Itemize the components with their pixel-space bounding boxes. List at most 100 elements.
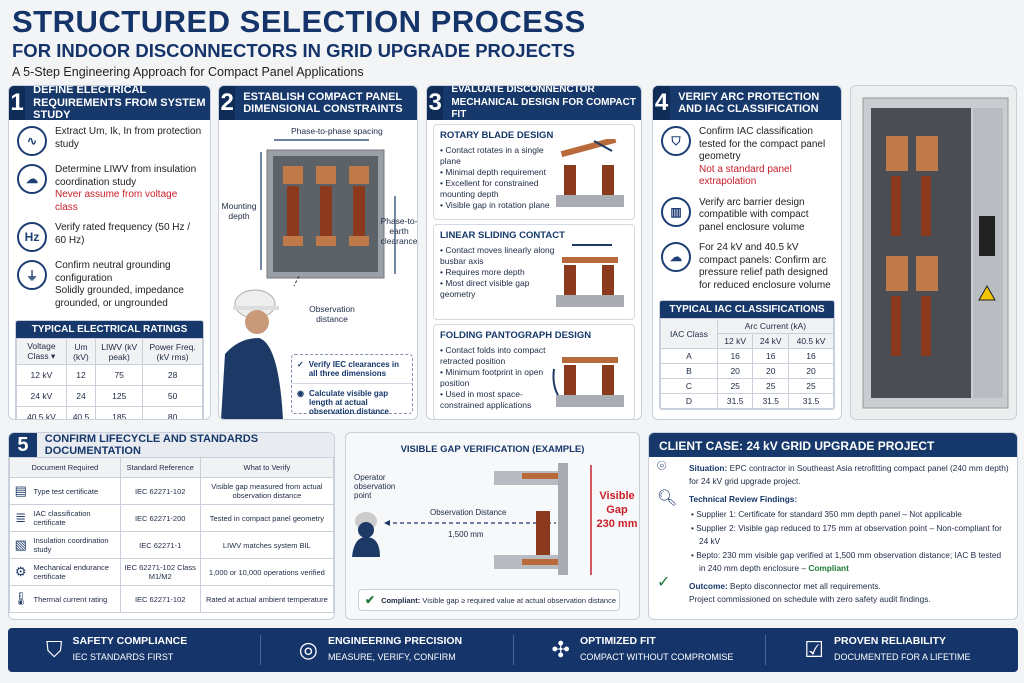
design-option: ROTARY BLADE DESIGNContact rotates in a … — [433, 124, 635, 220]
gap-illustration — [352, 463, 592, 575]
search-icon: 🔍︎ — [657, 490, 678, 507]
verification-box: ✓Verify IEC clearances in all three dime… — [291, 354, 413, 416]
step-number: 5 — [9, 433, 37, 457]
step5-card: 5 CONFIRM LIFECYCLE AND STANDARDS DOCUME… — [8, 432, 335, 620]
certificate-icon: ▤ — [9, 477, 32, 505]
step-title: Verify Arc Protection and IAC Classifica… — [678, 90, 820, 116]
outcome-text: Project commissioned on schedule with ze… — [689, 593, 931, 604]
check-circle-icon: ✓ — [657, 574, 671, 591]
step-title: Establish Compact Panel Dimensional Cons… — [243, 90, 403, 116]
requirement-item: ☁Determine LIWV from insulation coordina… — [9, 158, 210, 216]
column-header: Power Freq. (kV rms) — [142, 338, 203, 365]
findings-label: Technical Review Findings: — [689, 494, 798, 504]
design-option: FOLDING PANTOGRAPH DESIGNContact folds i… — [433, 324, 635, 419]
column-header: LIWV (kV peak) — [95, 338, 144, 365]
finding-item: • Supplier 1: Certificate for standard 3… — [691, 508, 962, 519]
check-icon: ✔ — [365, 593, 376, 607]
requirement-item: ∿Extract Um, Ik, In from protection stud… — [9, 120, 210, 158]
document-icon: ≣ — [9, 504, 32, 532]
column-header: What to Verify — [199, 457, 334, 478]
step-title: Evaluate Disconnenctor Mechanical Design… — [451, 85, 636, 121]
location-pin-icon: ⌾ — [657, 458, 667, 475]
operator-label: Operator observation point — [354, 473, 396, 500]
column-header: Document Required — [9, 457, 121, 478]
disconnector-image — [556, 244, 624, 307]
step-title: Define Electrical Requirements from Syst… — [33, 85, 206, 122]
step3-card: 3Evaluate Disconnenctor Mechanical Desig… — [426, 85, 642, 420]
step1-card: 1Define Electrical Requirements from Sys… — [8, 85, 211, 420]
visible-gap-card: VISIBLE GAP VERIFICATION (EXAMPLE) Opera… — [345, 432, 640, 620]
column-header: Voltage Class ▾ — [16, 338, 67, 365]
mounting-depth-label: Mounting depth — [221, 201, 257, 221]
lightning-cloud-icon: ☁ — [17, 164, 47, 194]
step2-card: 2 Establish Compact Panel Dimensional Con… — [218, 85, 418, 420]
thermometer-icon: 🌡︎ — [9, 585, 32, 613]
shield-icon: ⛉ — [661, 126, 691, 156]
step-number: 3 — [427, 86, 444, 120]
checklist-icon: ☑ — [804, 637, 824, 662]
phase-earth-label: Phase-to-earth clearance — [380, 216, 418, 246]
visible-gap-value: 230 mm — [596, 518, 638, 530]
client-case-title: CLIENT CASE: 24 kV GRID UPGRADE PROJECT — [649, 433, 1017, 457]
step-number: 1 — [9, 86, 26, 120]
gear-icon: ⚙ — [9, 558, 32, 586]
visible-gap-label: Visible Gap — [599, 490, 635, 516]
table-title: TYPICAL IAC CLASSIFICATIONS — [660, 301, 834, 318]
column-header: Um (kV) — [65, 338, 97, 365]
finding-item: • Bepto: 230 mm visible gap verified at … — [691, 550, 1002, 573]
check-circle-icon: ✓ — [297, 360, 304, 369]
study-icon: ▧ — [9, 531, 32, 559]
arc-barrier-icon: ▥ — [661, 196, 691, 227]
target-icon: ◎ — [298, 637, 318, 662]
shield-check-icon: ⛉ — [46, 637, 63, 662]
page-title: STRUCTURED SELECTION PROCESS — [12, 4, 586, 39]
puzzle-icon: ✣ — [551, 637, 570, 662]
situation-text: EPC contractor in Southeast Asia retrofi… — [689, 463, 1009, 486]
table-title: TYPICAL ELECTRICAL RATINGS — [16, 321, 203, 338]
switchgear-panel-image — [850, 85, 1017, 420]
hz-icon: Hz — [17, 222, 47, 252]
column-header: Standard Reference — [119, 457, 201, 478]
phase-spacing-label: Phase-to-phase spacing — [291, 126, 383, 136]
gap-title: VISIBLE GAP VERIFICATION (EXAMPLE) — [400, 444, 585, 455]
pressure-cloud-icon: ☁ — [661, 242, 691, 272]
observation-distance-label: Observation distance — [309, 304, 355, 324]
waveform-icon: ∿ — [17, 126, 47, 156]
client-case-card: CLIENT CASE: 24 kV GRID UPGRADE PROJECT … — [648, 432, 1018, 620]
requirement-item: ⛉Confirm IAC classification tested for t… — [653, 120, 841, 191]
finding-item: • Supplier 2: Visible gap reduced to 175… — [691, 523, 1002, 546]
eye-icon: ◉ — [297, 389, 304, 398]
disconnector-image — [556, 139, 624, 207]
page-subtitle: FOR INDOOR DISCONNECTORS IN GRID UPGRADE… — [12, 40, 575, 61]
tagline: A 5-Step Engineering Approach for Compac… — [12, 65, 364, 79]
step-number: 4 — [653, 86, 671, 120]
electrical-ratings-table: TYPICAL ELECTRICAL RATINGS Voltage Class… — [15, 320, 204, 419]
engineer-figure — [221, 289, 283, 419]
observation-distance-value: 1,500 mm — [448, 530, 484, 539]
compliant-banner: ✔ Compliant: Visible gap ≥ required valu… — [358, 589, 620, 611]
panel-dimension-illustration — [260, 139, 396, 286]
column-header: IAC Class — [660, 318, 718, 349]
step4-card: 4 Verify Arc Protection and IAC Classific… — [652, 85, 842, 420]
design-option: LINEAR SLIDING CONTACTContact moves line… — [433, 224, 635, 320]
step-title: CONFIRM LIFECYCLE AND STANDARDS DOCUMENT… — [44, 433, 259, 457]
step-number: 2 — [219, 86, 236, 120]
